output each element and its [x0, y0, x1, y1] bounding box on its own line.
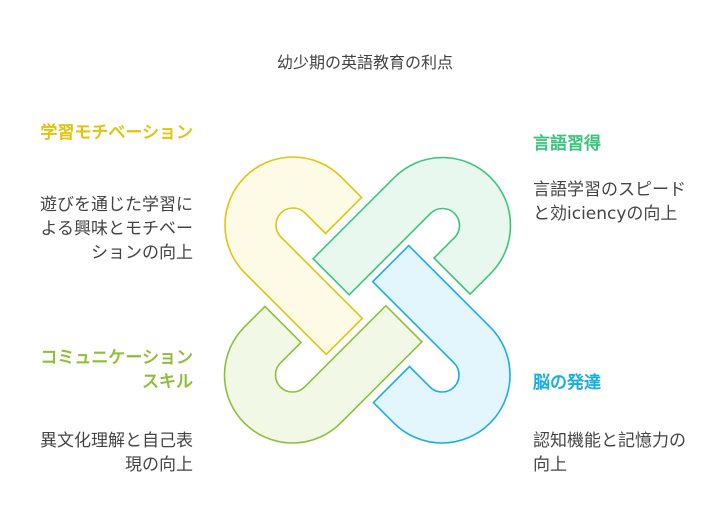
body-brain-development: 認知機能と記憶力の向上 [533, 431, 686, 475]
body-communication-skills: 異文化理解と自己表現の向上 [40, 431, 193, 475]
link-language-acquisition [311, 156, 512, 296]
body-learning-motivation: 遊びを通じた学習による興味とモチベーションの向上 [40, 195, 193, 263]
heading-learning-motivation: 学習モチベーション [40, 123, 193, 143]
link-learning-motivation [224, 156, 364, 356]
body-language-acquisition: 言語学習のスピードと効iciencyの向上 [533, 180, 686, 224]
heading-communication-skills: コミュニケーションスキル [40, 348, 193, 392]
heading-language-acquisition: 言語習得 [533, 134, 601, 154]
link-communication-skills [223, 304, 424, 444]
heading-brain-development: 脳の発達 [533, 373, 601, 393]
diagram-title: 幼少期の英語教育の利点 [276, 53, 453, 72]
link-brain-development [371, 244, 511, 444]
